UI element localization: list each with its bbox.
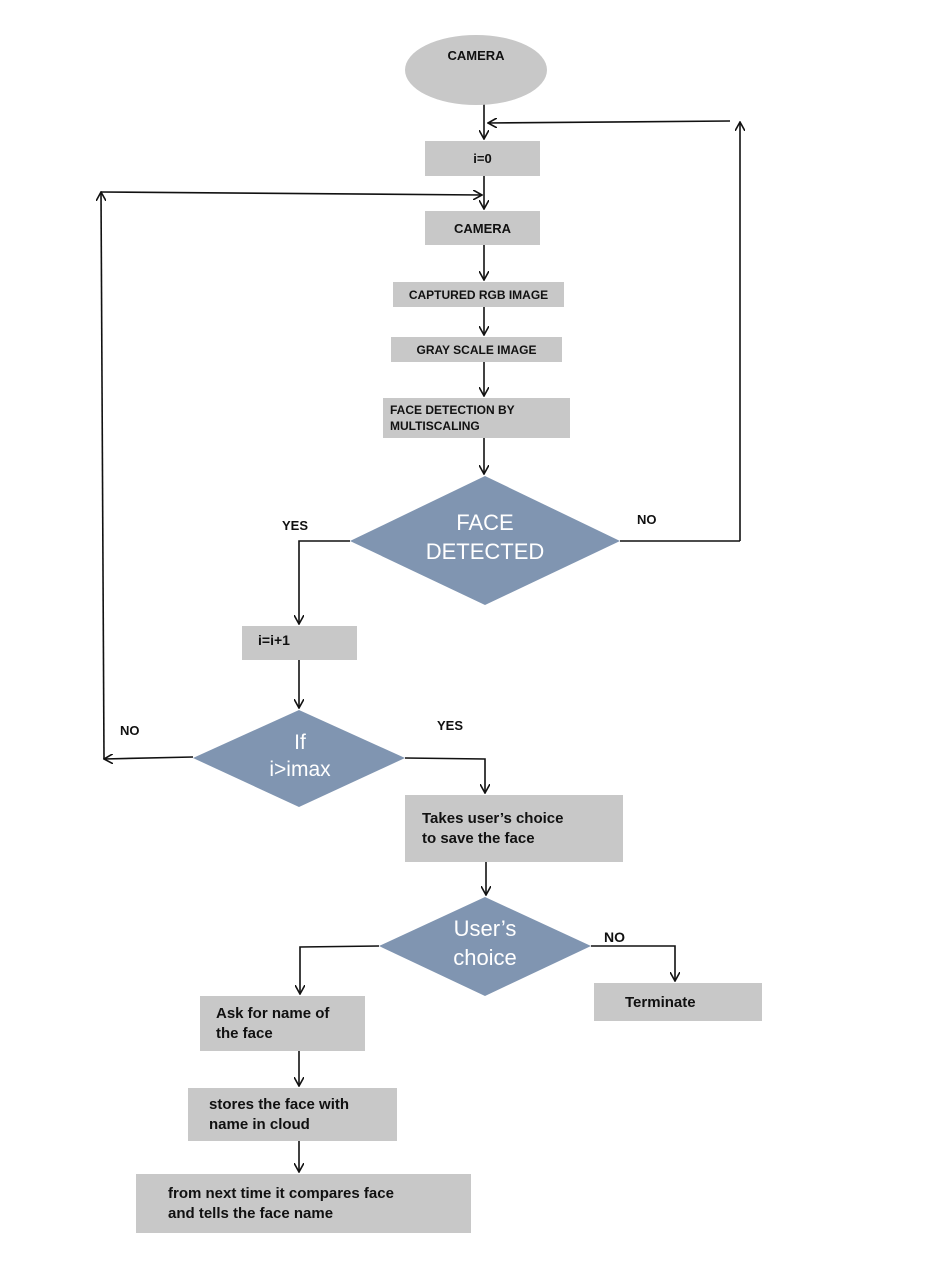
start-camera-oval: CAMERA (405, 35, 547, 105)
ask-name-label-line1: Ask for name of (216, 1004, 330, 1022)
line-imax-yes (404, 757, 485, 793)
arrow-imax-no-up (101, 192, 104, 760)
arrow-imax-no-back (100, 192, 482, 195)
captured-rgb-box: CAPTURED RGB IMAGE (393, 282, 564, 307)
increment-label: i=i+1 (258, 632, 290, 648)
camera-label: CAMERA (453, 220, 512, 236)
face-detection-label-line2: MULTISCALING (390, 419, 480, 433)
terminate-box: Terminate (594, 983, 762, 1021)
takes-choice-label-line1: Takes user’s choice (422, 809, 564, 827)
face-no-label: NO (637, 512, 657, 527)
imax-decision (193, 710, 405, 807)
imax-label: If i>imax (269, 731, 331, 782)
compare-face-label-line2: and tells the face name (168, 1204, 334, 1222)
users-choice-decision (379, 897, 591, 996)
takes-choice-box: Takes user’s choice to save the face (405, 795, 623, 862)
compare-face-box: from next time it compares face and tell… (136, 1174, 471, 1233)
users-choice-label: User’s choice (453, 916, 517, 970)
face-yes-label: YES (282, 518, 309, 533)
captured-rgb-label: CAPTURED RGB IMAGE (408, 287, 549, 302)
face-detection-box: FACE DETECTION BY MULTISCALING (383, 398, 570, 438)
stores-face-label-line2: name in cloud (209, 1115, 310, 1133)
imax-no-label: NO (120, 723, 140, 738)
compare-face-label-line1: from next time it compares face (168, 1184, 394, 1202)
ask-name-box: Ask for name of the face (200, 996, 365, 1051)
stores-face-label-line1: stores the face with (209, 1095, 350, 1113)
line-choice-no (591, 945, 675, 981)
ask-name-label-line2: the face (216, 1024, 273, 1042)
arrow-imax-no-left (104, 757, 194, 759)
choice-no-label: NO (604, 929, 625, 945)
init-label: i=0 (473, 151, 492, 166)
init-box: i=0 (425, 141, 540, 176)
gray-scale-label: GRAY SCALE IMAGE (416, 342, 537, 357)
face-detection-label-line1: FACE DETECTION BY (390, 403, 515, 417)
line-choice-yes (300, 945, 380, 994)
imax-yes-label: YES (437, 718, 464, 733)
gray-scale-box: GRAY SCALE IMAGE (391, 337, 562, 362)
stores-face-box: stores the face with name in cloud (188, 1088, 397, 1141)
camera-box: CAMERA (425, 211, 540, 245)
line-face-yes (299, 540, 350, 624)
arrow-face-no-back (488, 121, 731, 123)
takes-choice-label-line2: to save the face (422, 829, 535, 847)
face-detected-label: FACE DETECTED (425, 510, 545, 564)
terminate-label: Terminate (625, 993, 696, 1011)
face-detected-decision (350, 476, 620, 605)
increment-box: i=i+1 (242, 626, 357, 660)
start-camera-label: CAMERA (447, 48, 505, 63)
